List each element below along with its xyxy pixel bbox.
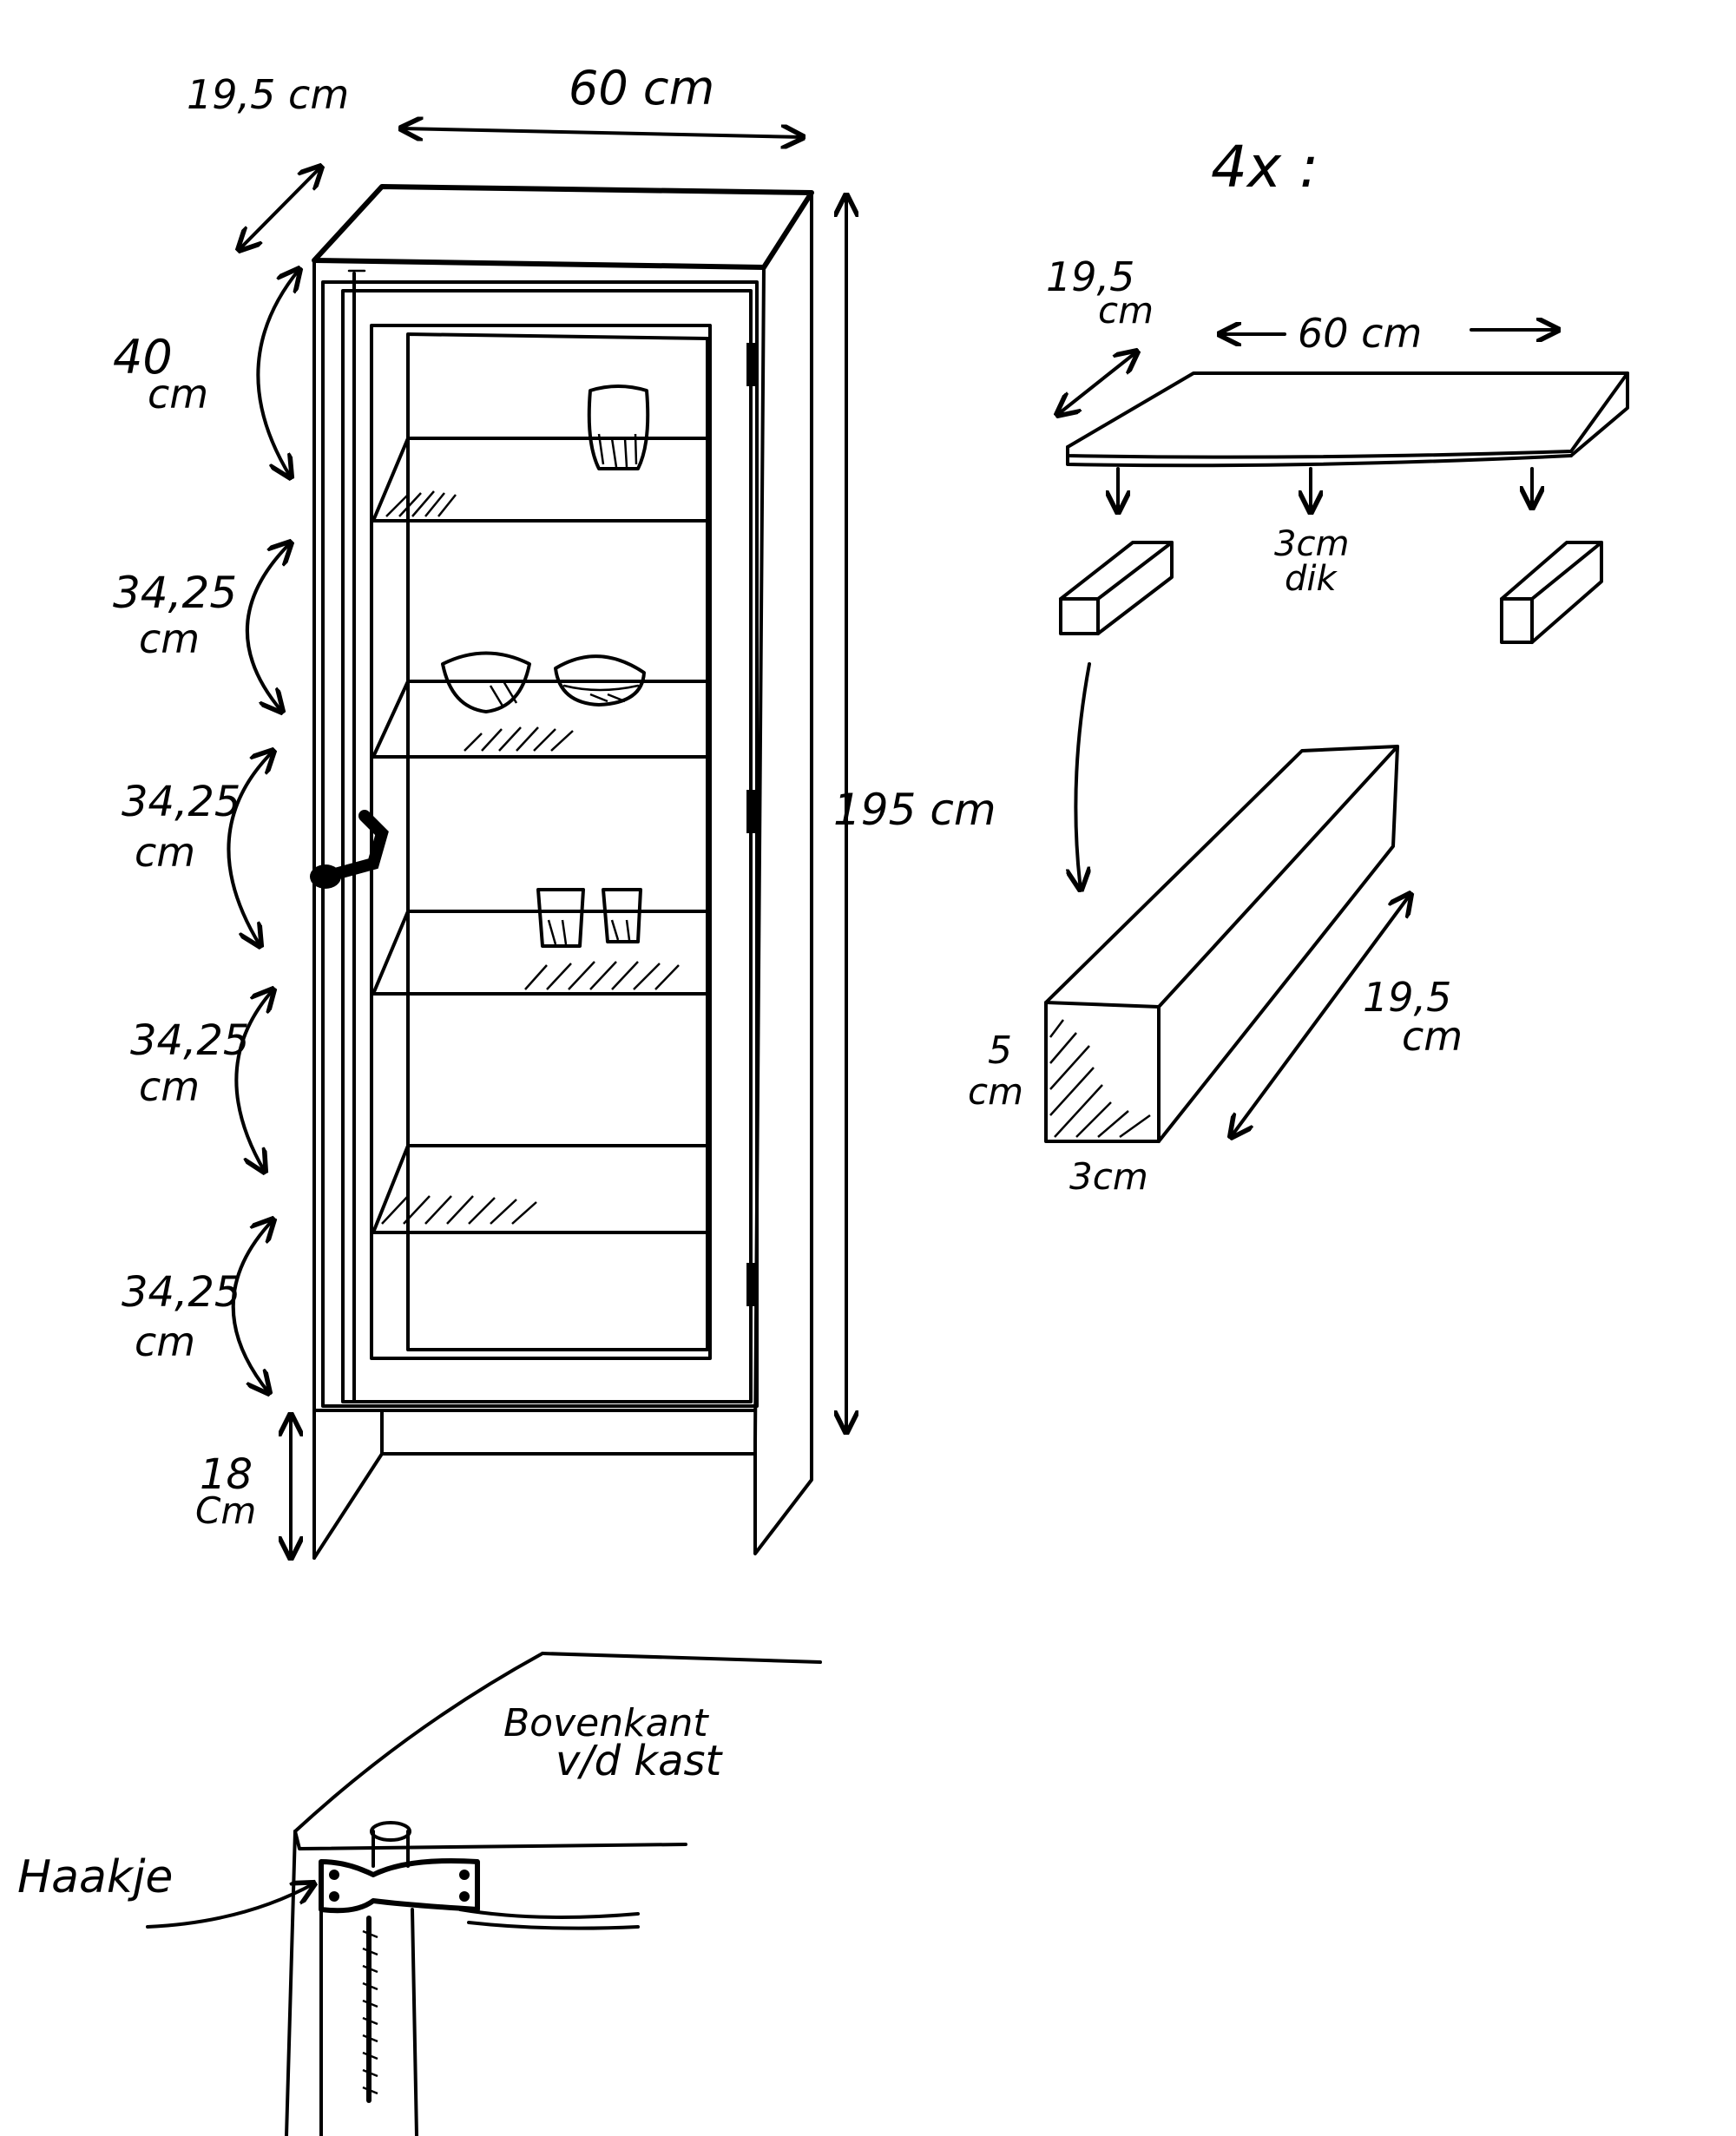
top-label-line1: Bovenkant (503, 1701, 709, 1745)
cabinet-dimensions (227, 128, 846, 1558)
bowl-left (441, 651, 531, 713)
hook-pointer-arrow (146, 1883, 314, 1929)
plinth-unit: Cm (195, 1489, 256, 1532)
support-block-right (1500, 541, 1603, 644)
compartment-3-value: 34,25 (122, 778, 240, 826)
shelf-hatching (381, 490, 680, 1225)
compartment-5-unit: cm (135, 1318, 195, 1365)
shelf-depth-arrow (1057, 352, 1137, 415)
support-width-label: 3cm (1069, 1155, 1148, 1198)
shelf-thickness-value: 3cm (1274, 524, 1349, 564)
support-block-detail (1044, 745, 1399, 1143)
support-height-unit: cm (968, 1070, 1023, 1113)
width-label: 60 cm (569, 61, 714, 115)
compartment-4-value: 34,25 (130, 1016, 249, 1065)
compartment-2-value: 34,25 (113, 568, 237, 618)
support-block-left (1059, 541, 1174, 635)
support-length-arrow (1231, 894, 1410, 1137)
door-handle (310, 810, 389, 889)
compartment-3-unit: cm (135, 829, 195, 876)
hinge (746, 343, 759, 386)
hook-label: Haakje (17, 1851, 173, 1903)
shelf-board (1066, 371, 1629, 468)
compartment-1-unit: cm (148, 371, 208, 417)
hinge (746, 1263, 759, 1306)
bowl-right (554, 654, 646, 707)
compartment-1-value: 40 (113, 330, 173, 384)
plinth-value: 18 (200, 1450, 253, 1499)
shelf-thickness-unit: dik (1285, 559, 1338, 599)
compartment-2-unit: cm (139, 615, 200, 662)
shelf-depth-unit: cm (1098, 289, 1154, 332)
cabinet-drawing (310, 184, 814, 1560)
height-label: 195 cm (833, 785, 996, 835)
glass-vase (587, 384, 650, 470)
support-length-value: 19,5 (1363, 974, 1451, 1021)
top-label-line2: v/d kast (556, 1737, 724, 1785)
end-hatching (1049, 1019, 1151, 1139)
shelf-depth-value: 19,5 (1046, 253, 1134, 300)
parts-count-label: 4x : (1211, 134, 1318, 200)
depth-label: 19,5 cm (187, 71, 349, 118)
compartment-4-unit: cm (139, 1063, 200, 1110)
cups (536, 888, 642, 948)
hinge (746, 790, 759, 833)
hook-detail (285, 1652, 822, 2136)
support-length-unit: cm (1402, 1013, 1463, 1060)
compartment-5-value: 34,25 (122, 1268, 240, 1317)
support-height-value: 5 (988, 1029, 1012, 1073)
shelf-width-label: 60 cm (1298, 310, 1422, 357)
